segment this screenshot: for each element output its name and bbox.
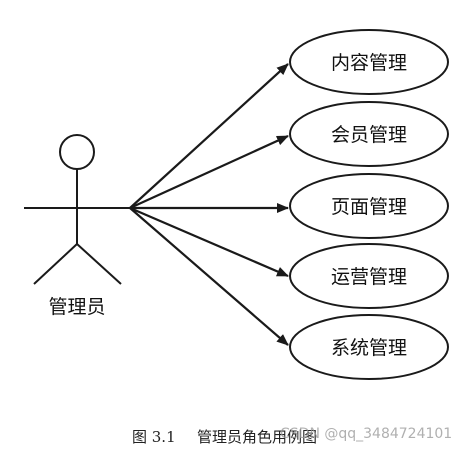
use-case-label: 内容管理 <box>331 52 407 74</box>
use-case-label: 会员管理 <box>331 124 407 146</box>
actor-left-leg <box>33 243 78 285</box>
figure-number: 图 3.1 <box>132 428 176 446</box>
association-arrow-system <box>129 207 289 346</box>
actor-name: 管理员 <box>48 296 105 318</box>
use-case-system-management <box>289 314 449 380</box>
figure-caption: 图 3.1 管理员角色用例图 <box>0 424 474 448</box>
use-case-page-management <box>289 173 449 239</box>
watermark: CSDN @qq_3484724101 <box>280 426 453 442</box>
associations <box>129 63 289 346</box>
use-case-label: 系统管理 <box>331 337 407 359</box>
association-arrow-content <box>129 63 289 209</box>
use-case-member-management <box>289 101 449 167</box>
use-case-label: 页面管理 <box>331 196 407 218</box>
actor-head <box>59 134 95 170</box>
use-case-content-management <box>289 29 449 95</box>
use-case-label: 运营管理 <box>331 266 407 288</box>
actor-right-leg <box>76 243 122 285</box>
association-arrow-operation <box>129 206 289 278</box>
actor-figure <box>24 134 130 285</box>
figure-title: 管理员角色用例图 <box>197 428 318 446</box>
association-arrow-member <box>129 134 289 210</box>
use-cases <box>289 29 449 380</box>
use-case-operation-management <box>289 243 449 309</box>
